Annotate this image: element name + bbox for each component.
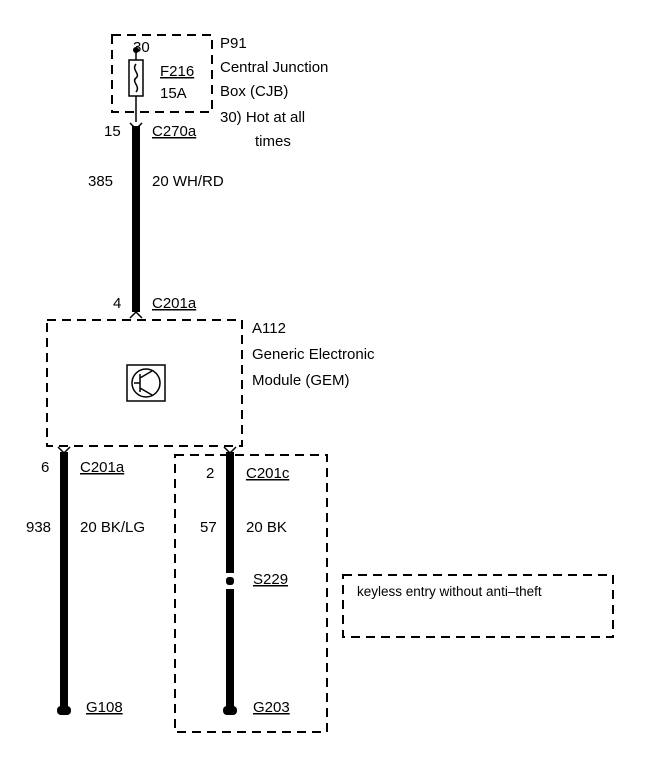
cjb-note-line1: 30) Hot at all	[220, 109, 305, 126]
circuit-57: 57	[200, 519, 217, 536]
option-note-outline	[342, 574, 614, 638]
cjb-note-line2: times	[255, 133, 291, 150]
pin-2: 2	[206, 465, 214, 482]
module-ref: A112	[252, 320, 286, 337]
ground-g203-symbol	[223, 706, 237, 715]
cjb-ref: P91	[220, 35, 247, 52]
ground-g203-label: G203	[253, 699, 290, 716]
circuit-385: 385	[88, 173, 113, 190]
ground-g108-symbol	[57, 706, 71, 715]
option-branch-outline	[174, 454, 328, 733]
module-symbol-icon	[126, 364, 166, 402]
ground-g108-label: G108	[86, 699, 123, 716]
connector-c201c-label: C201c	[246, 465, 290, 482]
fuse-pin-30: 30	[133, 39, 150, 56]
connector-c270a-mark	[129, 122, 143, 131]
cjb-name-line2: Box (CJB)	[220, 83, 288, 100]
fuse-f216-symbol	[128, 47, 144, 122]
wire-938-gauge-color: 20 BK/LG	[80, 519, 145, 536]
wire-57-gauge-color: 20 BK	[246, 519, 287, 536]
gem-module-outline	[46, 319, 243, 447]
pin-4: 4	[113, 295, 121, 312]
connector-c270a-label: C270a	[152, 123, 197, 140]
wire-385-gauge-color: 20 WH/RD	[152, 173, 224, 190]
connector-c201a-top-mark	[129, 310, 143, 319]
pin-15: 15	[104, 123, 121, 140]
circuit-938: 938	[26, 519, 51, 536]
cjb-box-outline	[111, 34, 213, 113]
splice-s229-dot	[226, 577, 234, 585]
pin-6: 6	[41, 459, 49, 476]
cjb-name-line1: Central Junction	[220, 59, 328, 76]
fuse-id: F216	[160, 63, 194, 80]
connector-c201a-left-label: C201a	[80, 459, 125, 476]
module-name-line2: Module (GEM)	[252, 372, 350, 389]
fuse-rating: 15A	[160, 85, 187, 102]
option-note-text: keyless entry without anti–theft	[357, 584, 542, 599]
module-name-line1: Generic Electronic	[252, 346, 375, 363]
splice-s229-label: S229	[253, 571, 288, 588]
connector-c201a-top-label: C201a	[152, 295, 197, 312]
